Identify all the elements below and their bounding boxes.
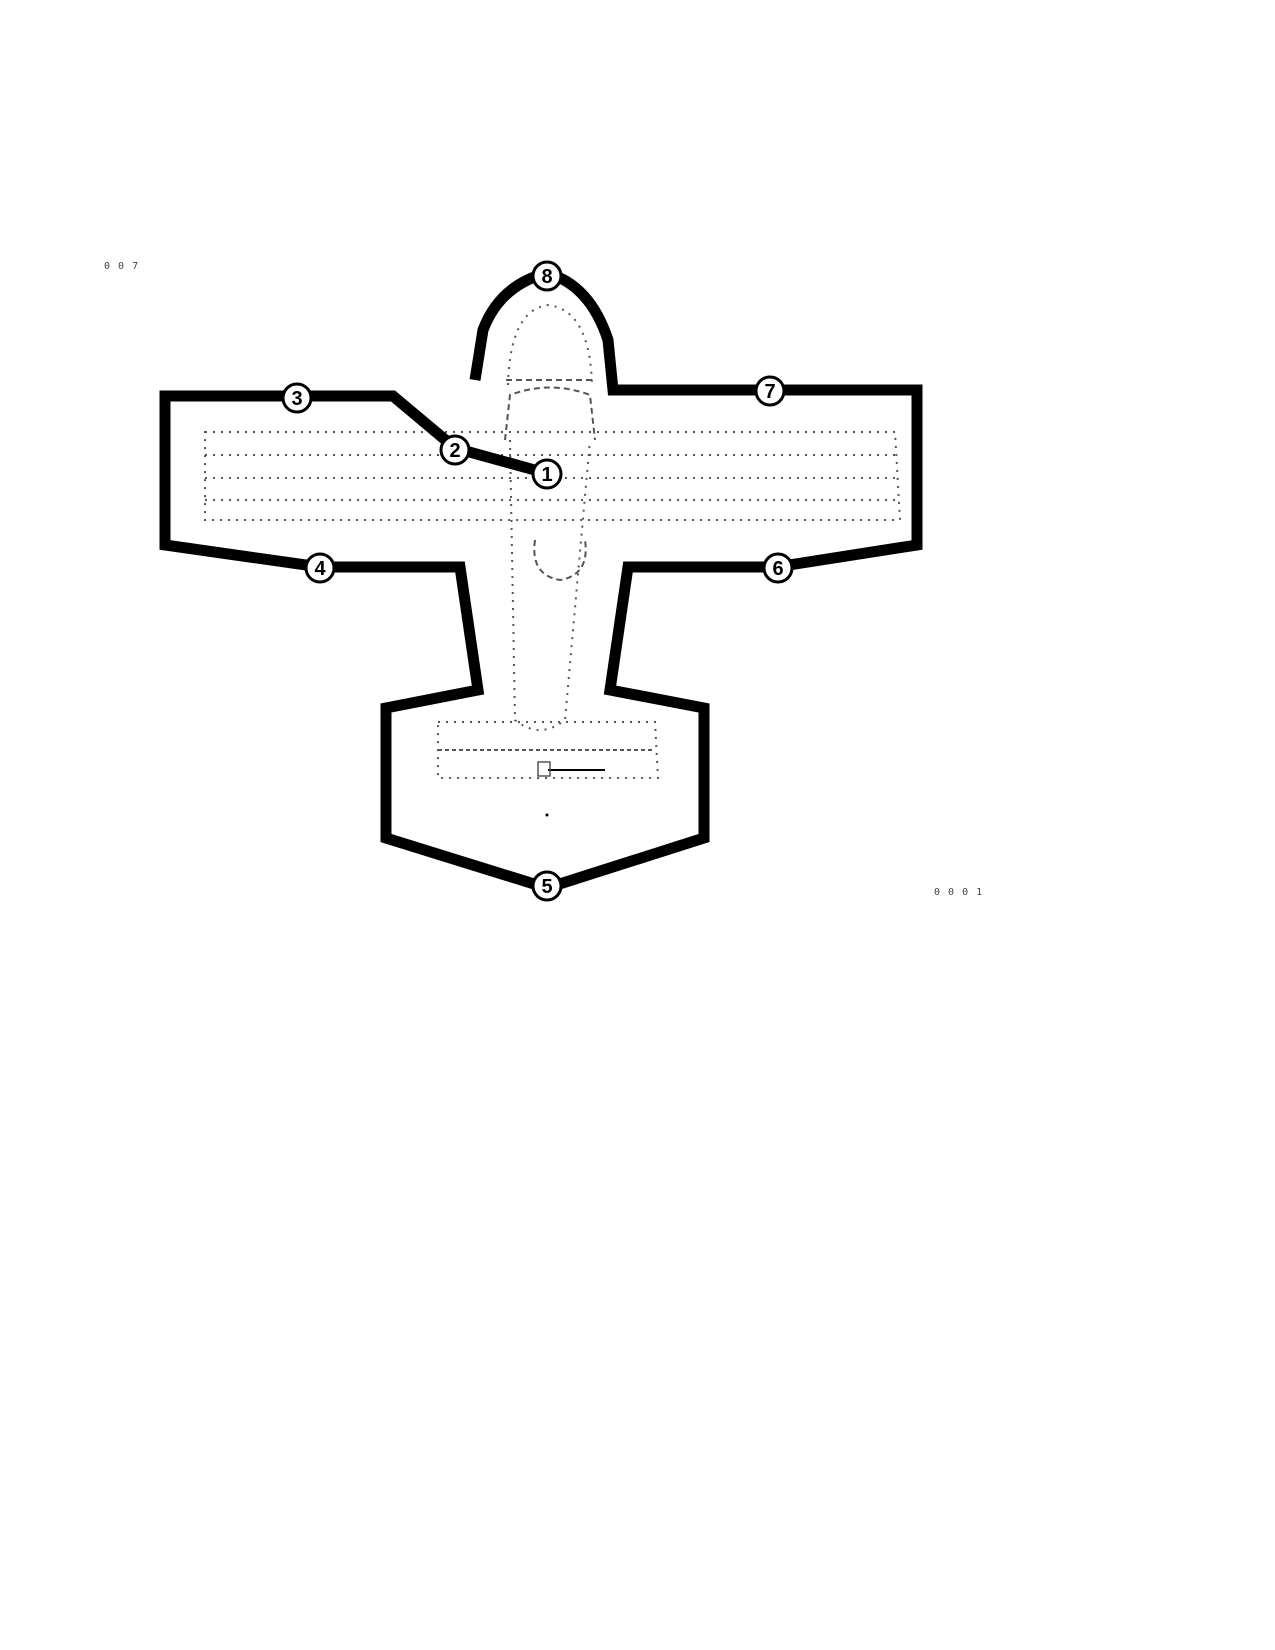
tail-wheel-mark <box>537 761 551 777</box>
marker-1: 1 <box>531 458 563 490</box>
marker-8-circle <box>531 260 563 292</box>
figure-code-top-left: 0 0 7 <box>104 261 140 272</box>
marker-7-label: 7 <box>764 381 775 403</box>
marker-8-label: 8 <box>541 266 552 288</box>
marker-1-circle <box>531 458 563 490</box>
marker-7: 7 <box>754 375 786 407</box>
marker-7-circle <box>754 375 786 407</box>
path-right-wing <box>469 267 923 894</box>
walkaround-path <box>159 267 923 894</box>
marker-2-label: 2 <box>449 440 460 462</box>
figure-code-bottom-right: 0 0 0 1 <box>934 887 984 898</box>
marker-5-label: 5 <box>541 876 552 898</box>
tail-point <box>545 813 549 817</box>
marker-6-circle <box>762 552 794 584</box>
marker-6: 6 <box>762 552 794 584</box>
marker-4-label: 4 <box>314 558 326 580</box>
marker-4-circle <box>304 552 336 584</box>
marker-2-circle <box>439 434 471 466</box>
marker-3-label: 3 <box>291 388 302 410</box>
path-left-wing <box>159 390 549 894</box>
marker-3-circle <box>281 382 313 414</box>
marker-8: 8 <box>531 260 563 292</box>
marker-6-label: 6 <box>772 558 783 580</box>
aircraft-canopy <box>504 386 596 441</box>
route-markers: 1 2 3 4 5 6 7 8 <box>281 260 794 902</box>
marker-1-label: 1 <box>541 464 552 486</box>
aircraft-fuselage <box>509 439 591 731</box>
aircraft-tail <box>437 721 660 779</box>
aircraft-nose <box>507 303 593 386</box>
marker-3: 3 <box>281 382 313 414</box>
marker-5: 5 <box>531 870 563 902</box>
marker-2: 2 <box>439 434 471 466</box>
wing-root-fairing <box>533 539 587 582</box>
marker-4: 4 <box>304 552 336 584</box>
marker-5-circle <box>531 870 563 902</box>
